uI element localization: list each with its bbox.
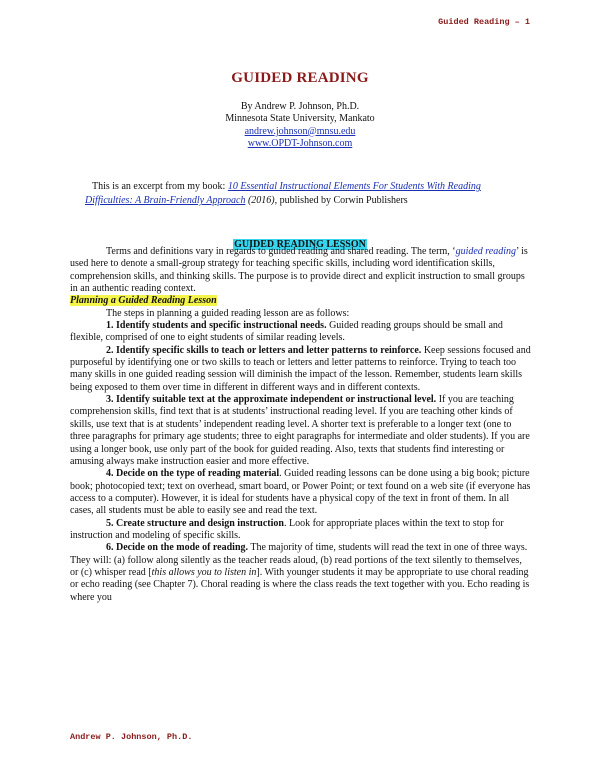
step-paragraph: 6. Decide on the mode of reading. The ma…: [70, 542, 532, 604]
book-year: (2016): [247, 195, 275, 206]
step-text: Keep sessions focused and purposeful by …: [70, 344, 531, 393]
step-title: 3. Identify suitable text at the approxi…: [106, 394, 437, 406]
document-title: GUIDED READING: [231, 70, 369, 86]
excerpt-suffix: , published by Corwin Publishers: [274, 195, 408, 206]
step-text: . Guided reading lessons can be done usi…: [70, 468, 531, 517]
footer-author: Andrew P. Johnson, Ph.D.: [70, 732, 193, 742]
intro-text-1: Terms and definitions vary in regards to…: [106, 246, 456, 257]
author-email-link[interactable]: andrew.johnson@mnsu.edu: [244, 125, 356, 137]
subheading-line: Planning a Guided Reading Lesson: [70, 295, 532, 307]
author-affiliation: Minnesota State University, Mankato: [225, 113, 375, 125]
step-title: 2. Identify specific skills to teach or …: [106, 344, 422, 356]
steps-intro: The steps in planning a guided reading l…: [106, 307, 350, 319]
body-text: Terms and definitions vary in regards to…: [70, 246, 532, 604]
author-block: By Andrew P. Johnson, Ph.D. Minnesota St…: [0, 101, 600, 150]
step-text: The majority of time, students will read…: [70, 542, 528, 578]
step-title: 1. Identify students and specific instru…: [106, 320, 327, 332]
running-head: Guided Reading – 1: [438, 17, 530, 27]
step-paragraph: 1. Identify students and specific instru…: [70, 320, 532, 345]
step-text: If you are teaching comprehension skills…: [70, 394, 530, 467]
step-title: 4. Decide on the type of reading materia…: [106, 468, 280, 480]
intro-paragraph: Terms and definitions vary in regards to…: [70, 246, 532, 295]
section-heading-bar: GUIDED READING LESSON: [0, 234, 600, 252]
step-title: 6. Decide on the mode of reading.: [106, 542, 249, 554]
subheading: Planning a Guided Reading Lesson: [70, 295, 217, 307]
excerpt-note: This is an excerpt from my book: 10 Esse…: [85, 180, 530, 208]
step-paragraph: 5. Create structure and design instructi…: [70, 518, 532, 543]
step-paragraph: 3. Identify suitable text at the approxi…: [70, 394, 532, 468]
excerpt-prefix: This is an excerpt from my book:: [92, 181, 228, 192]
intro-text-2: ’ is used here to denote a small-group s…: [70, 246, 528, 295]
step-text: . Look for appropriate places within the…: [70, 517, 504, 541]
step-text: Guided reading groups should be small an…: [70, 320, 503, 344]
section-heading: GUIDED READING LESSON: [233, 239, 367, 250]
author-name: By Andrew P. Johnson, Ph.D.: [240, 101, 360, 112]
step-text-italic: this allows you to listen in: [151, 566, 257, 578]
author-website-link[interactable]: www.OPDT-Johnson.com: [247, 137, 353, 149]
book-title-link[interactable]: 10 Essential Instructional Elements For …: [85, 181, 481, 206]
step-paragraph: 4. Decide on the type of reading materia…: [70, 468, 532, 517]
step-paragraph: 2. Identify specific skills to teach or …: [70, 345, 532, 394]
step-text: ]. With younger students it may be appro…: [70, 566, 530, 603]
intro-term: guided reading: [455, 246, 517, 257]
step-title: 5. Create structure and design instructi…: [106, 517, 284, 529]
